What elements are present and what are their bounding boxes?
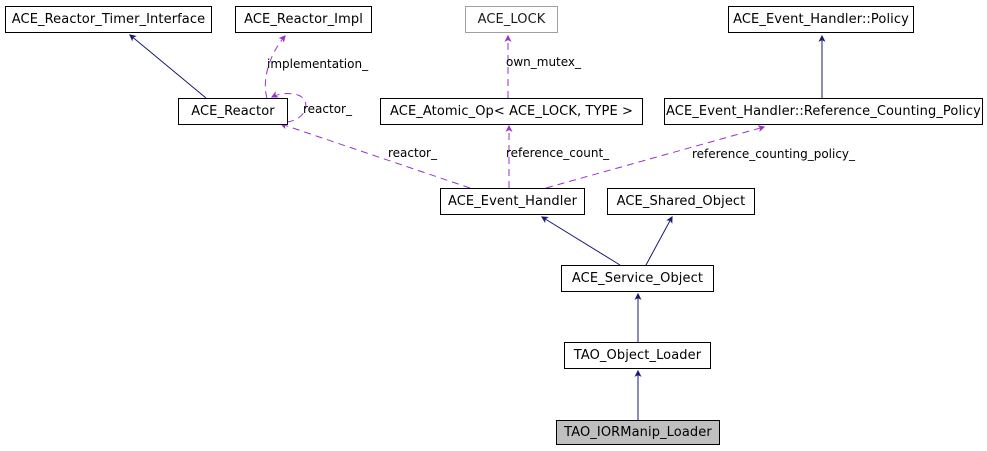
class-node-ace-service-object[interactable]: ACE_Service_Object xyxy=(561,265,714,292)
edge-service-object-to-event-handler xyxy=(541,216,621,266)
class-node-tao-iormanip-loader[interactable]: TAO_IORManip_Loader xyxy=(556,420,720,445)
class-node-ace-reactor[interactable]: ACE_Reactor xyxy=(178,98,288,125)
edge-label-reactor: reactor_ xyxy=(388,146,437,160)
edge-label-reactor-self: reactor_ xyxy=(303,102,352,116)
class-node-ace-reactor-impl[interactable]: ACE_Reactor_Impl xyxy=(235,6,372,33)
edge-label-reference-counting-policy: reference_counting_policy_ xyxy=(692,147,856,161)
edge-label-implementation: implementation_ xyxy=(267,57,369,71)
edge-event-handler-to-reactor xyxy=(279,122,471,189)
class-node-ace-event-handler[interactable]: ACE_Event_Handler xyxy=(440,188,585,215)
edge-reactor-to-timer-interface xyxy=(129,34,207,99)
edge-service-object-to-shared-object xyxy=(645,215,673,266)
edge-label-reference-count: reference_count_ xyxy=(506,146,610,160)
class-node-ace-lock[interactable]: ACE_LOCK xyxy=(465,6,558,33)
class-node-ace-event-handler-reference-counting-policy[interactable]: ACE_Event_Handler::Reference_Counting_Po… xyxy=(664,98,983,125)
class-node-ace-atomic-op[interactable]: ACE_Atomic_Op< ACE_LOCK, TYPE > xyxy=(380,98,643,125)
edge-label-own-mutex: own_mutex_ xyxy=(506,55,582,69)
class-node-ace-reactor-timer-interface[interactable]: ACE_Reactor_Timer_Interface xyxy=(5,6,212,33)
class-node-ace-event-handler-policy[interactable]: ACE_Event_Handler::Policy xyxy=(728,6,914,33)
class-node-ace-shared-object[interactable]: ACE_Shared_Object xyxy=(607,188,755,215)
class-node-tao-object-loader[interactable]: TAO_Object_Loader xyxy=(564,342,711,369)
